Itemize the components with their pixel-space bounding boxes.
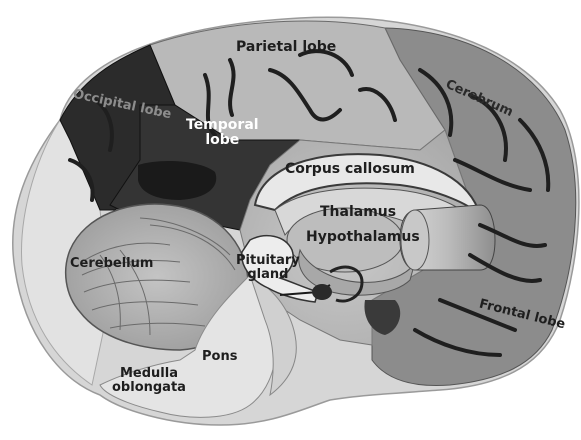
label-medulla-oblongata: Medulla oblongata <box>112 367 186 394</box>
label-thalamus: Thalamus <box>320 205 396 220</box>
label-medulla-line-1: Medulla <box>112 367 186 381</box>
label-hypothalamus: Hypothalamus <box>306 230 420 245</box>
label-temporal-line-2: lobe <box>186 133 259 148</box>
label-pons: Pons <box>202 350 237 364</box>
label-parietal-lobe: Parietal lobe <box>236 40 336 55</box>
label-pituitary-line-1: Pituitary <box>236 254 300 268</box>
pituitary-gland-dot <box>312 284 332 300</box>
temporal-shadow <box>138 161 216 200</box>
label-temporal-lobe: Temporal lobe <box>186 118 259 147</box>
label-cerebellum: Cerebellum <box>70 257 153 271</box>
label-pituitary-gland: Pituitary gland <box>236 254 300 281</box>
label-corpus-callosum: Corpus callosum <box>285 162 415 177</box>
label-pituitary-line-2: gland <box>236 268 300 282</box>
label-medulla-line-2: oblongata <box>112 381 186 395</box>
label-temporal-line-1: Temporal <box>186 118 259 133</box>
